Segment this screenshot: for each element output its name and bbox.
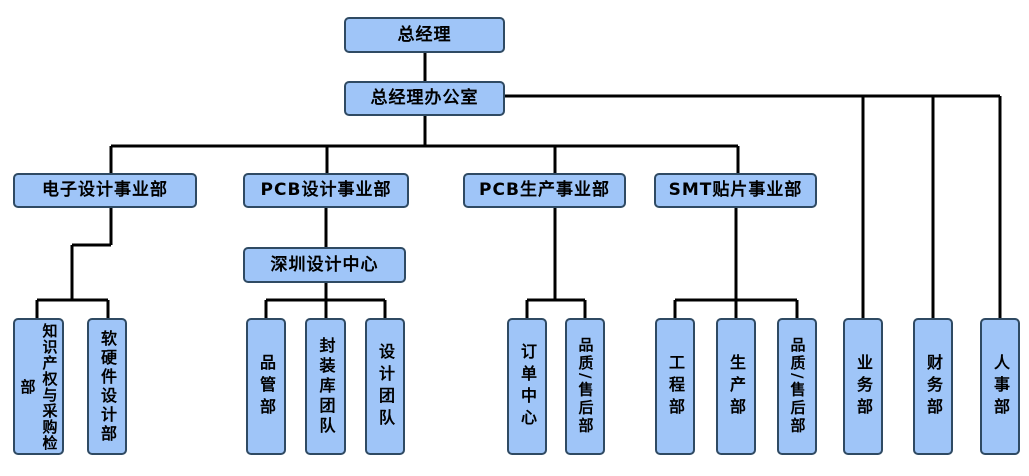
- node-production: 生产部: [716, 318, 756, 455]
- node-software-hardware-design: 软硬件设计部: [87, 318, 127, 455]
- node-finance: 财务部: [913, 318, 953, 455]
- node-design-team: 设计团队: [365, 318, 405, 455]
- node-quality-aftersales-smt: 品质/售后部: [777, 318, 817, 455]
- node-quality-management: 品管部: [246, 318, 286, 455]
- node-pcb-design-division: PCB设计事业部: [243, 173, 409, 208]
- node-ip-procurement-inspection: 知识产权与采购检部: [13, 318, 64, 455]
- node-ceo-office: 总经理办公室: [344, 81, 505, 116]
- node-hr: 人事部: [980, 318, 1020, 455]
- node-smt-division: SMT贴片事业部: [654, 173, 817, 208]
- node-ceo: 总经理: [344, 17, 505, 53]
- node-packaging-library-team: 封装库团队: [305, 318, 346, 455]
- node-sales: 业务部: [843, 318, 883, 455]
- node-order-center: 订单中心: [507, 318, 547, 455]
- node-shenzhen-design-center: 深圳设计中心: [243, 247, 406, 283]
- node-electronic-design-division: 电子设计事业部: [13, 173, 197, 208]
- node-quality-aftersales-pcb: 品质/售后部: [565, 318, 605, 455]
- node-engineering: 工程部: [655, 318, 695, 455]
- node-pcb-production-division: PCB生产事业部: [463, 173, 626, 208]
